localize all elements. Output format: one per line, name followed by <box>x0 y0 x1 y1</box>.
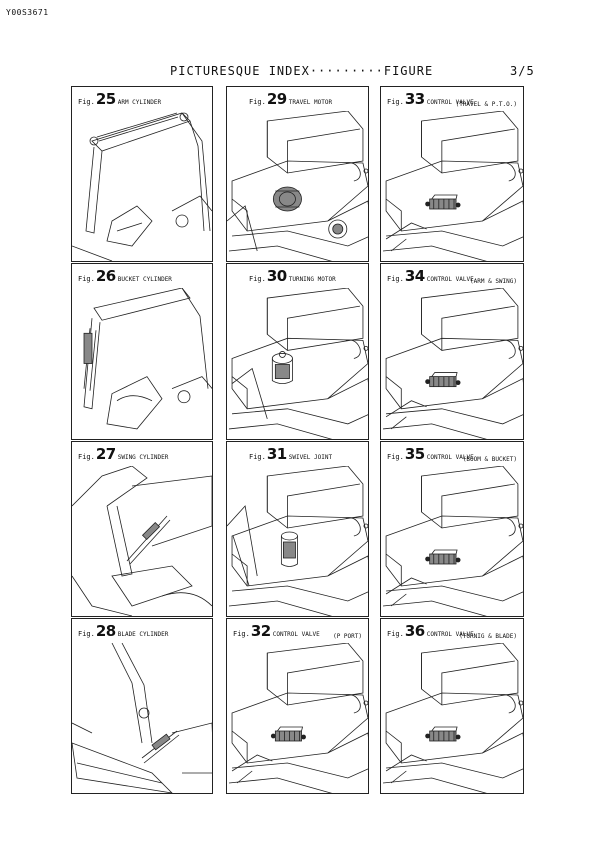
figure-subtitle: (TURNIG & BLADE) <box>459 633 517 640</box>
figure-number: 26 <box>95 267 116 285</box>
page-number: 3/5 <box>510 64 535 78</box>
figure-label: Fig. <box>233 630 250 638</box>
figure-label: Fig. <box>387 453 404 461</box>
figure-number: 34 <box>404 267 425 285</box>
figure-number: 32 <box>250 622 271 640</box>
figure-subtitle: (BOOM & BUCKET) <box>462 456 517 463</box>
figure-illustration-valve <box>382 466 523 616</box>
figure-label: Fig. <box>78 98 95 106</box>
page-title: PICTURESQUE INDEX·········FIGURE <box>170 64 434 78</box>
figure-label: Fig. <box>249 98 266 106</box>
figure-subtitle: (TRAVEL & P.T.O.) <box>455 101 517 108</box>
figure-number: 30 <box>266 267 287 285</box>
figure-title: CONTROL VALVE <box>426 454 474 461</box>
figure-illustration-bucket <box>83 288 212 430</box>
figure-illustration-valve <box>382 643 523 793</box>
figure-illustration-swivel <box>227 466 368 616</box>
figure-subtitle: (P PORT) <box>333 633 362 640</box>
figure-number: 25 <box>95 90 116 108</box>
figure-number: 35 <box>404 445 425 463</box>
figure-illustration-valve <box>382 111 523 261</box>
figure-label: Fig. <box>387 275 404 283</box>
figure-title: BLADE CYLINDER <box>117 631 169 638</box>
figure-illustration-blade <box>72 643 212 793</box>
figure-number: 31 <box>266 445 287 463</box>
figure-number: 28 <box>95 622 116 640</box>
figure-illustration-valve <box>228 643 368 793</box>
figure-label: Fig. <box>387 98 404 106</box>
figure-title: ARM CYLINDER <box>117 99 162 106</box>
figure-illustration-swing <box>72 466 212 616</box>
figure-illustration-valve <box>382 288 523 439</box>
figure-number: 33 <box>404 90 425 108</box>
figure-number: 36 <box>404 622 425 640</box>
figure-number: 27 <box>95 445 116 463</box>
figure-label: Fig. <box>249 275 266 283</box>
figure-illustration-travel <box>227 111 368 261</box>
figure-illustration-arm <box>72 112 212 261</box>
figure-title: SWING CYLINDER <box>117 454 169 461</box>
figure-label: Fig. <box>387 630 404 638</box>
figure-title: BUCKET CYLINDER <box>117 276 172 283</box>
figure-title: TURNING MOTOR <box>288 276 336 283</box>
figure-title: TRAVEL MOTOR <box>288 99 333 106</box>
figure-title: CONTROL VALVE <box>426 99 474 106</box>
figure-number: 29 <box>266 90 287 108</box>
figure-label: Fig. <box>78 630 95 638</box>
document-id: Y00S3671 <box>6 8 49 17</box>
figure-subtitle: (ARM & SWING) <box>470 278 517 285</box>
figure-title: SWIVEL JOINT <box>288 454 333 461</box>
figure-label: Fig. <box>78 453 95 461</box>
figure-title: CONTROL VALVE <box>426 276 474 283</box>
figure-title: CONTROL VALVE <box>426 631 474 638</box>
figure-label: Fig. <box>249 453 266 461</box>
figure-label: Fig. <box>78 275 95 283</box>
figure-illustration-turning <box>228 288 368 439</box>
figure-title: CONTROL VALVE <box>272 631 320 638</box>
